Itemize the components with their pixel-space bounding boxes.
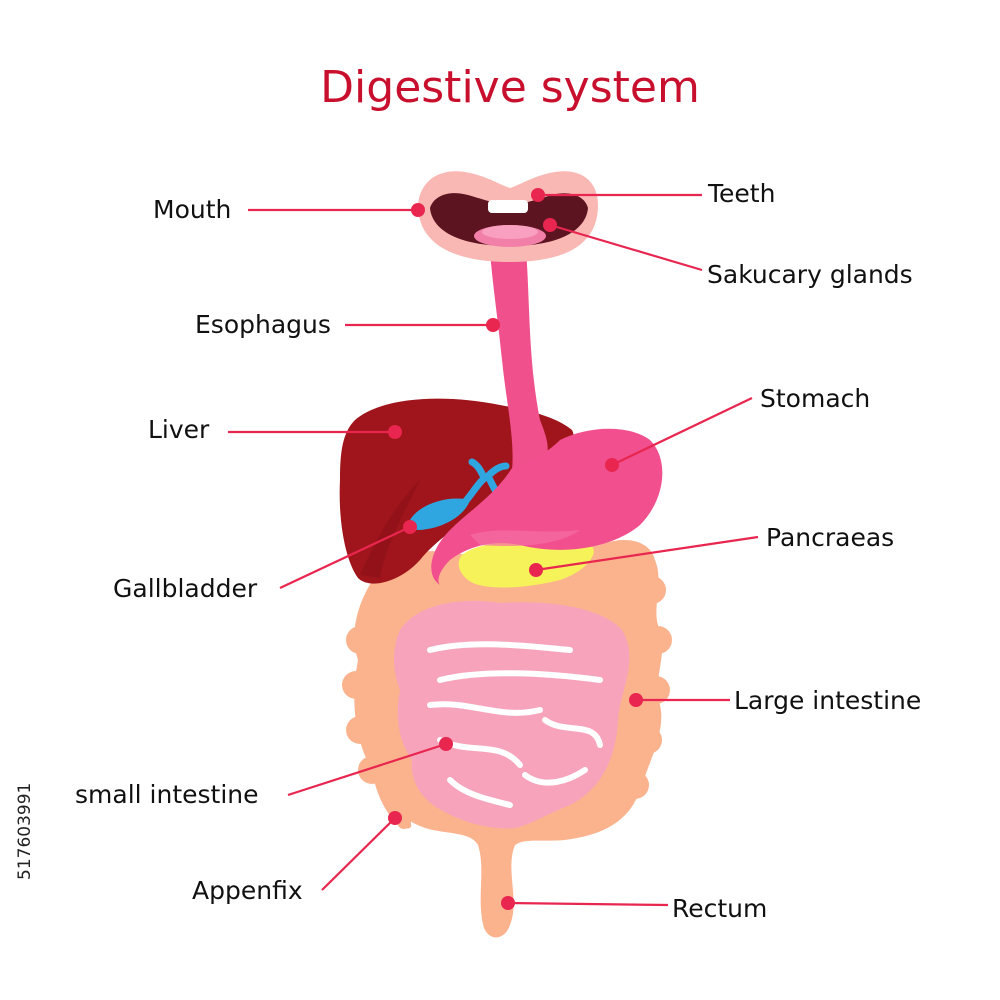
esophagus <box>490 246 548 470</box>
leader-small-intestine <box>287 742 447 797</box>
leader-appendix <box>321 817 396 891</box>
label-large-intestine: Large intestine <box>734 686 921 715</box>
label-mouth: Mouth <box>153 195 231 224</box>
pancreas <box>458 541 594 588</box>
labels: Mouth Teeth Sakucary glands Esophagus Li… <box>75 179 921 923</box>
dot-mouth <box>411 203 425 217</box>
dot-rectum <box>501 896 515 910</box>
stock-id: 517603991 <box>15 783 35 880</box>
dot-stomach <box>605 458 619 472</box>
label-teeth: Teeth <box>707 179 775 208</box>
label-small-intestine: small intestine <box>75 780 259 809</box>
dot-gallbladder <box>403 520 417 534</box>
dot-esophagus <box>486 318 500 332</box>
label-salivary-glands: Sakucary glands <box>707 260 913 289</box>
leader-pancreas <box>535 535 759 572</box>
leader-stomach <box>611 397 753 466</box>
leader-rectum <box>507 901 669 907</box>
dot-small-intestine <box>439 737 453 751</box>
diagram-title: Digestive system <box>320 62 700 113</box>
mouth-illustration <box>418 171 598 262</box>
label-rectum: Rectum <box>672 894 767 923</box>
label-appendix: Appenfix <box>192 876 303 905</box>
leader-gallbladder <box>279 526 411 589</box>
dot-salivary <box>543 218 557 232</box>
stomach <box>431 428 663 585</box>
leader-lines <box>228 188 759 910</box>
label-stomach: Stomach <box>760 384 870 413</box>
dot-large-intestine <box>629 693 643 707</box>
label-gallbladder: Gallbladder <box>113 574 258 603</box>
leader-salivary <box>549 223 703 272</box>
dot-liver <box>388 425 402 439</box>
label-esophagus: Esophagus <box>195 310 331 339</box>
dot-pancreas <box>529 563 543 577</box>
dot-appendix <box>388 811 402 825</box>
label-pancreas: Pancraeas <box>766 523 894 552</box>
label-liver: Liver <box>148 415 210 444</box>
dot-teeth <box>531 188 545 202</box>
